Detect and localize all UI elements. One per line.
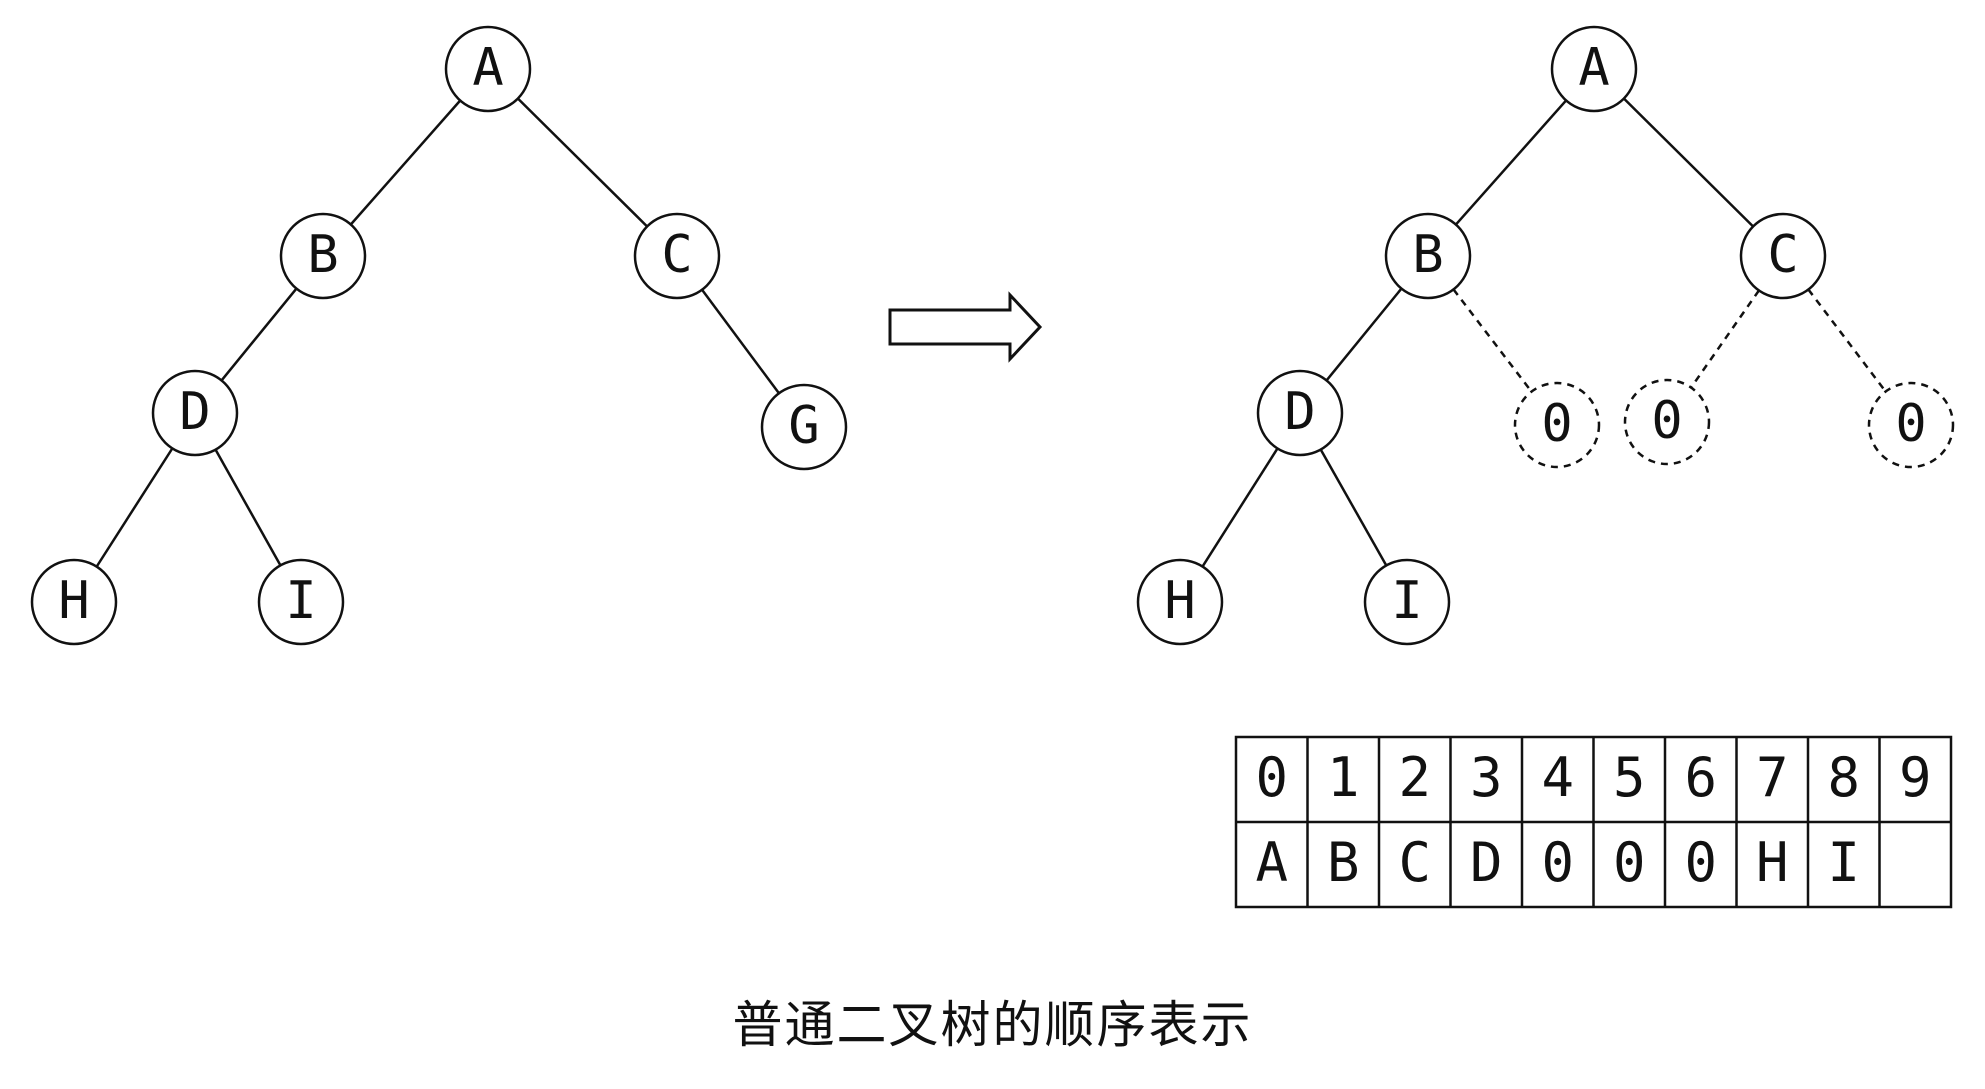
right-node-i-label: I <box>1391 571 1422 631</box>
right-edge-d-h <box>1201 447 1279 568</box>
left-node-c-circle <box>633 212 721 300</box>
right-edge-a-b <box>1454 99 1568 226</box>
array-value-8: I <box>1827 831 1860 894</box>
array-index-5: 5 <box>1613 746 1646 809</box>
array-value-2: C <box>1398 831 1431 894</box>
array-index-4: 4 <box>1541 746 1574 809</box>
right-node-c-label: C <box>1767 225 1798 285</box>
right-node-h-circle <box>1136 558 1224 646</box>
array-index-9: 9 <box>1899 746 1932 809</box>
left-node-c-label: C <box>661 225 692 285</box>
array-value-1: B <box>1327 831 1360 894</box>
caption: 普通二叉树的顺序表示 <box>732 996 1253 1054</box>
left-node-b: B <box>279 212 367 300</box>
array-value-7: H <box>1756 831 1789 894</box>
right-node-c-right-circle <box>1867 381 1955 469</box>
left-edge-a-c <box>516 97 649 228</box>
array-index-8: 8 <box>1827 746 1860 809</box>
right-tree: A B C D H I 0 0 0 <box>1136 25 1955 646</box>
array-value-6: 0 <box>1684 831 1717 894</box>
right-node-h-label: H <box>1164 571 1195 631</box>
right-node-a-circle <box>1550 25 1638 113</box>
right-node-a-label: A <box>1578 38 1609 98</box>
right-node-c-left-circle <box>1623 378 1711 466</box>
left-node-a-label: A <box>472 38 503 98</box>
right-node-b-right: 0 <box>1513 381 1601 469</box>
right-arrow-icon <box>888 291 1043 363</box>
right-node-b: B <box>1384 212 1472 300</box>
left-node-i: I <box>257 558 345 646</box>
left-node-b-circle <box>279 212 367 300</box>
array-index-2: 2 <box>1398 746 1431 809</box>
left-node-g-circle <box>760 383 848 471</box>
left-edge-b-d <box>220 287 298 382</box>
right-node-d-circle <box>1256 369 1344 457</box>
left-node-h-circle <box>30 558 118 646</box>
right-node-c-circle <box>1739 212 1827 300</box>
left-node-h-label: H <box>58 571 89 631</box>
right-edge-d-i <box>1319 448 1388 567</box>
left-edge-d-h <box>95 447 174 568</box>
right-node-c-left-label: 0 <box>1651 391 1682 451</box>
array-value-0: A <box>1255 831 1288 894</box>
left-node-d-label: D <box>179 382 210 442</box>
right-node-b-label: B <box>1412 225 1443 285</box>
right-node-d: D <box>1256 369 1344 457</box>
right-edge-b-d <box>1325 287 1403 382</box>
right-dashed-edge-c-c-right <box>1807 288 1887 393</box>
left-node-a: A <box>444 25 532 113</box>
left-edge-d-i <box>214 449 282 566</box>
right-node-c-right-label: 0 <box>1895 394 1926 454</box>
left-node-g: G <box>760 383 848 471</box>
array-value-4: 0 <box>1541 831 1574 894</box>
left-node-d-circle <box>151 369 239 457</box>
right-node-d-label: D <box>1284 382 1315 442</box>
left-edge-a-b <box>349 99 462 226</box>
left-node-g-label: G <box>788 396 819 456</box>
left-node-d: D <box>151 369 239 457</box>
right-node-h: H <box>1136 558 1224 646</box>
right-node-b-right-circle <box>1513 381 1601 469</box>
left-node-c: C <box>633 212 721 300</box>
right-node-a: A <box>1550 25 1638 113</box>
right-dashed-edge-c-c-left <box>1690 289 1760 389</box>
left-node-a-circle <box>444 25 532 113</box>
array-index-0: 0 <box>1255 746 1288 809</box>
array-index-1: 1 <box>1327 746 1360 809</box>
array-index-3: 3 <box>1470 746 1503 809</box>
right-node-i-circle <box>1363 558 1451 646</box>
left-node-h: H <box>30 558 118 646</box>
array-index-6: 6 <box>1684 746 1717 809</box>
right-node-b-right-label: 0 <box>1541 394 1572 454</box>
right-node-c-left: 0 <box>1623 378 1711 466</box>
left-node-i-circle <box>257 558 345 646</box>
left-edge-c-g <box>701 288 780 395</box>
array-value-5: 0 <box>1613 831 1646 894</box>
left-node-b-label: B <box>307 225 338 285</box>
right-edge-a-c <box>1622 97 1755 228</box>
right-dashed-edge-b-b-right <box>1452 288 1533 393</box>
left-node-i-label: I <box>285 571 316 631</box>
right-node-i: I <box>1363 558 1451 646</box>
left-tree: A B C D G H I <box>30 25 848 646</box>
array-index-7: 7 <box>1756 746 1789 809</box>
array-value-3: D <box>1470 831 1503 894</box>
right-node-c-right: 0 <box>1867 381 1955 469</box>
right-node-c: C <box>1739 212 1827 300</box>
right-node-b-circle <box>1384 212 1472 300</box>
